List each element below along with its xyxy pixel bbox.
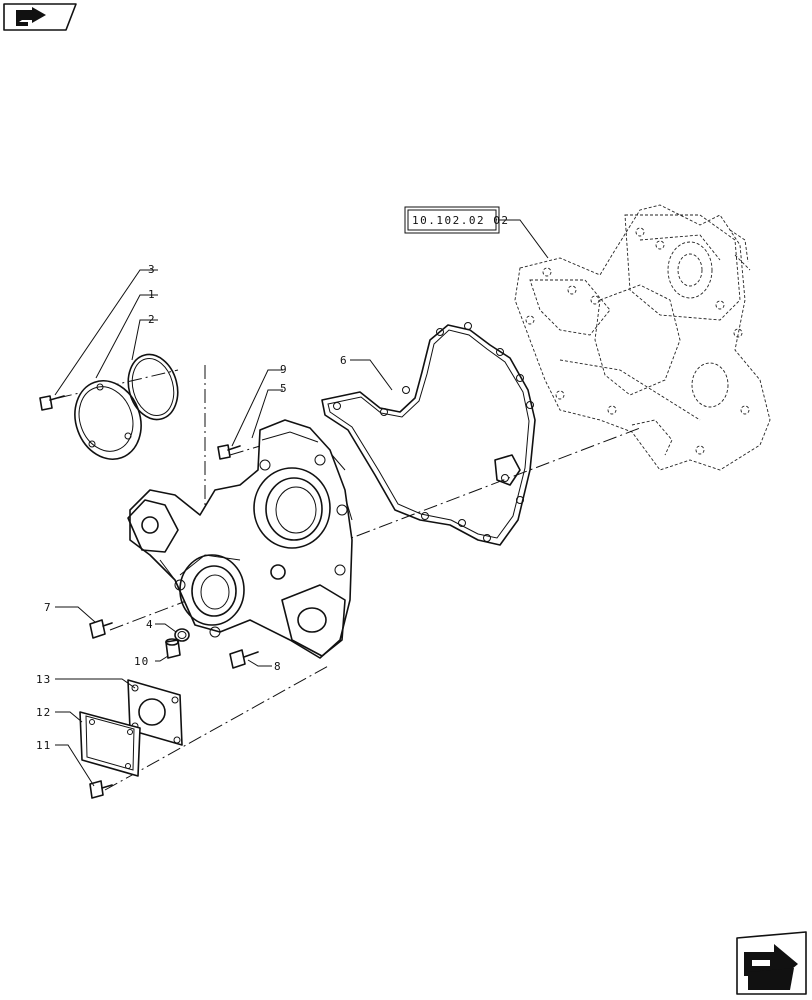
bolt-3: [39, 395, 65, 411]
callout-numbers: 3 1 2 9 5 6 7 4 10 8 13 12 11: [36, 263, 348, 752]
callout-12: 12: [36, 706, 51, 719]
bolt-11: [89, 780, 113, 799]
callout-8: 8: [274, 660, 282, 673]
access-cover-plate: [79, 711, 141, 777]
plug-4: [174, 628, 190, 642]
timing-cover: [127, 419, 353, 659]
engine-block-housing: [514, 204, 771, 471]
timing-cover-gasket: [321, 322, 536, 546]
reference-label: 10.102.02 02: [412, 214, 509, 227]
bolt-9: [217, 444, 241, 460]
callout-3: 3: [148, 263, 156, 276]
callout-9: 9: [280, 363, 288, 376]
o-ring: [127, 353, 179, 421]
callout-7: 7: [44, 601, 52, 614]
cover-plate-gasket: [127, 679, 183, 746]
reference-box[interactable]: 10.102.02 02: [404, 206, 549, 259]
bolt-8: [229, 649, 259, 669]
callout-13: 13: [36, 673, 51, 686]
plug-10: [165, 638, 181, 659]
callout-5: 5: [280, 382, 288, 395]
leader-lines: [54, 269, 393, 787]
book-arrow-icon[interactable]: [3, 3, 77, 31]
small-cover-plate: [74, 380, 142, 460]
callout-6: 6: [340, 354, 348, 367]
callout-11: 11: [36, 739, 51, 752]
bolt-7: [89, 619, 113, 639]
callout-4: 4: [146, 618, 154, 631]
callout-10: 10: [134, 655, 149, 668]
next-page-arrow-icon[interactable]: [736, 931, 807, 995]
callout-2: 2: [148, 313, 156, 326]
callout-1: 1: [148, 288, 156, 301]
